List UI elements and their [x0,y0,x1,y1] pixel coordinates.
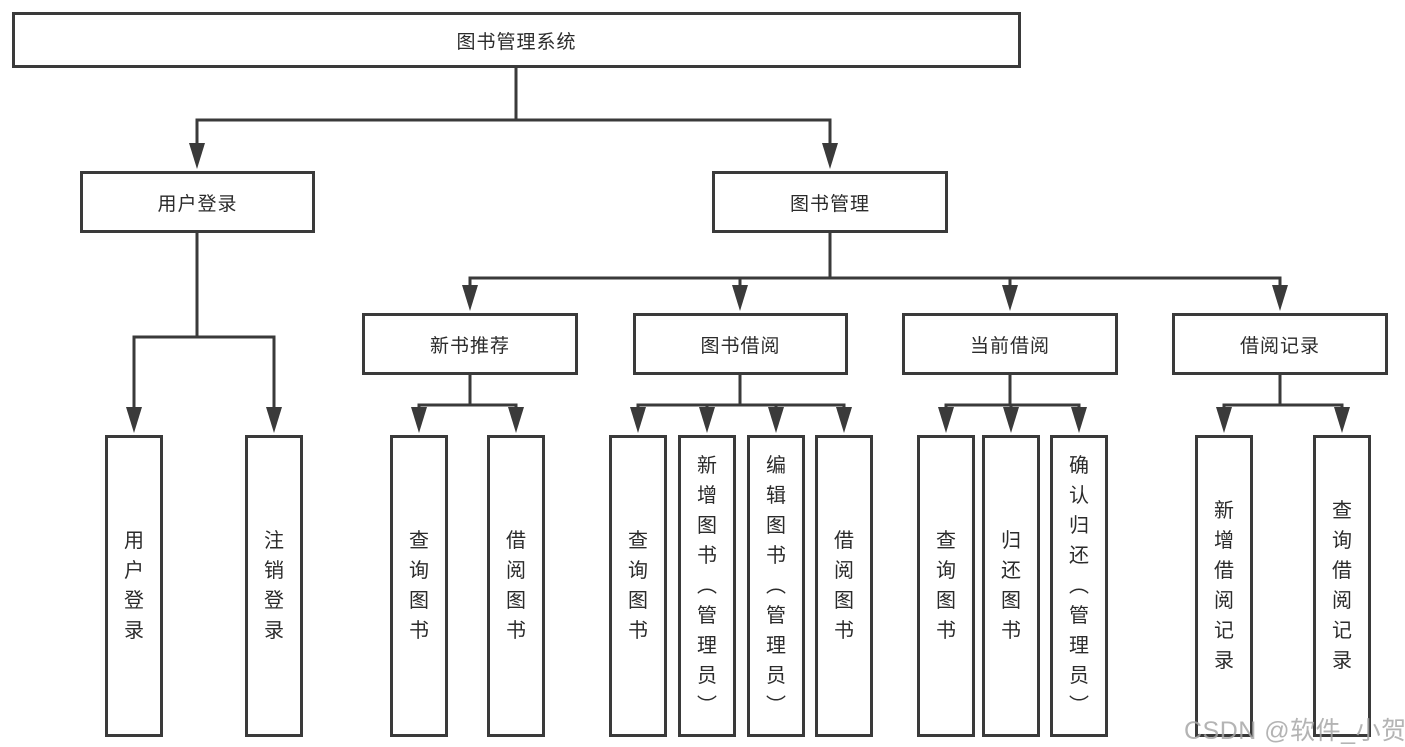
node-label: 图书管理系统 [456,31,577,53]
leaf-return-book: 归还图书 [982,435,1040,737]
leaf-edit-book-admin: 编辑图书︵管理员︶ [747,435,805,737]
node-current-borrowing: 当前借阅 [902,313,1118,375]
node-label: 图书管理 [789,193,870,215]
leaf-confirm-return-admin: 确认归还︵管理员︶ [1050,435,1108,737]
node-book-management: 图书管理 [712,171,948,233]
node-user-login: 用户登录 [80,171,315,233]
node-label: 图书借阅 [700,335,781,357]
node-label: 用户登录 [157,193,238,215]
csdn-watermark: CSDN @软件_小贺同学 [1184,717,1405,745]
leaf-logout: 注销登录 [245,435,303,737]
leaf-query-books-borrowing: 查询图书 [609,435,667,737]
leaf-query-books-current: 查询图书 [917,435,975,737]
node-label: 新书推荐 [429,335,510,357]
leaf-query-borrow-record: 查询借阅记录 [1313,435,1371,737]
node-label: 借阅记录 [1239,335,1320,357]
leaf-user-login: 用户登录 [105,435,163,737]
node-new-book-recommend: 新书推荐 [362,313,578,375]
leaf-add-borrow-record: 新增借阅记录 [1195,435,1253,737]
leaf-add-book-admin: 新增图书︵管理员︶ [678,435,736,737]
leaf-borrow-books-recommend: 借阅图书 [487,435,545,737]
leaf-borrow-books-borrowing: 借阅图书 [815,435,873,737]
node-borrow-records: 借阅记录 [1172,313,1388,375]
node-library-system: 图书管理系统 [12,12,1021,68]
leaf-query-books-recommend: 查询图书 [390,435,448,737]
node-book-borrowing: 图书借阅 [633,313,848,375]
node-label: 当前借阅 [969,335,1050,357]
